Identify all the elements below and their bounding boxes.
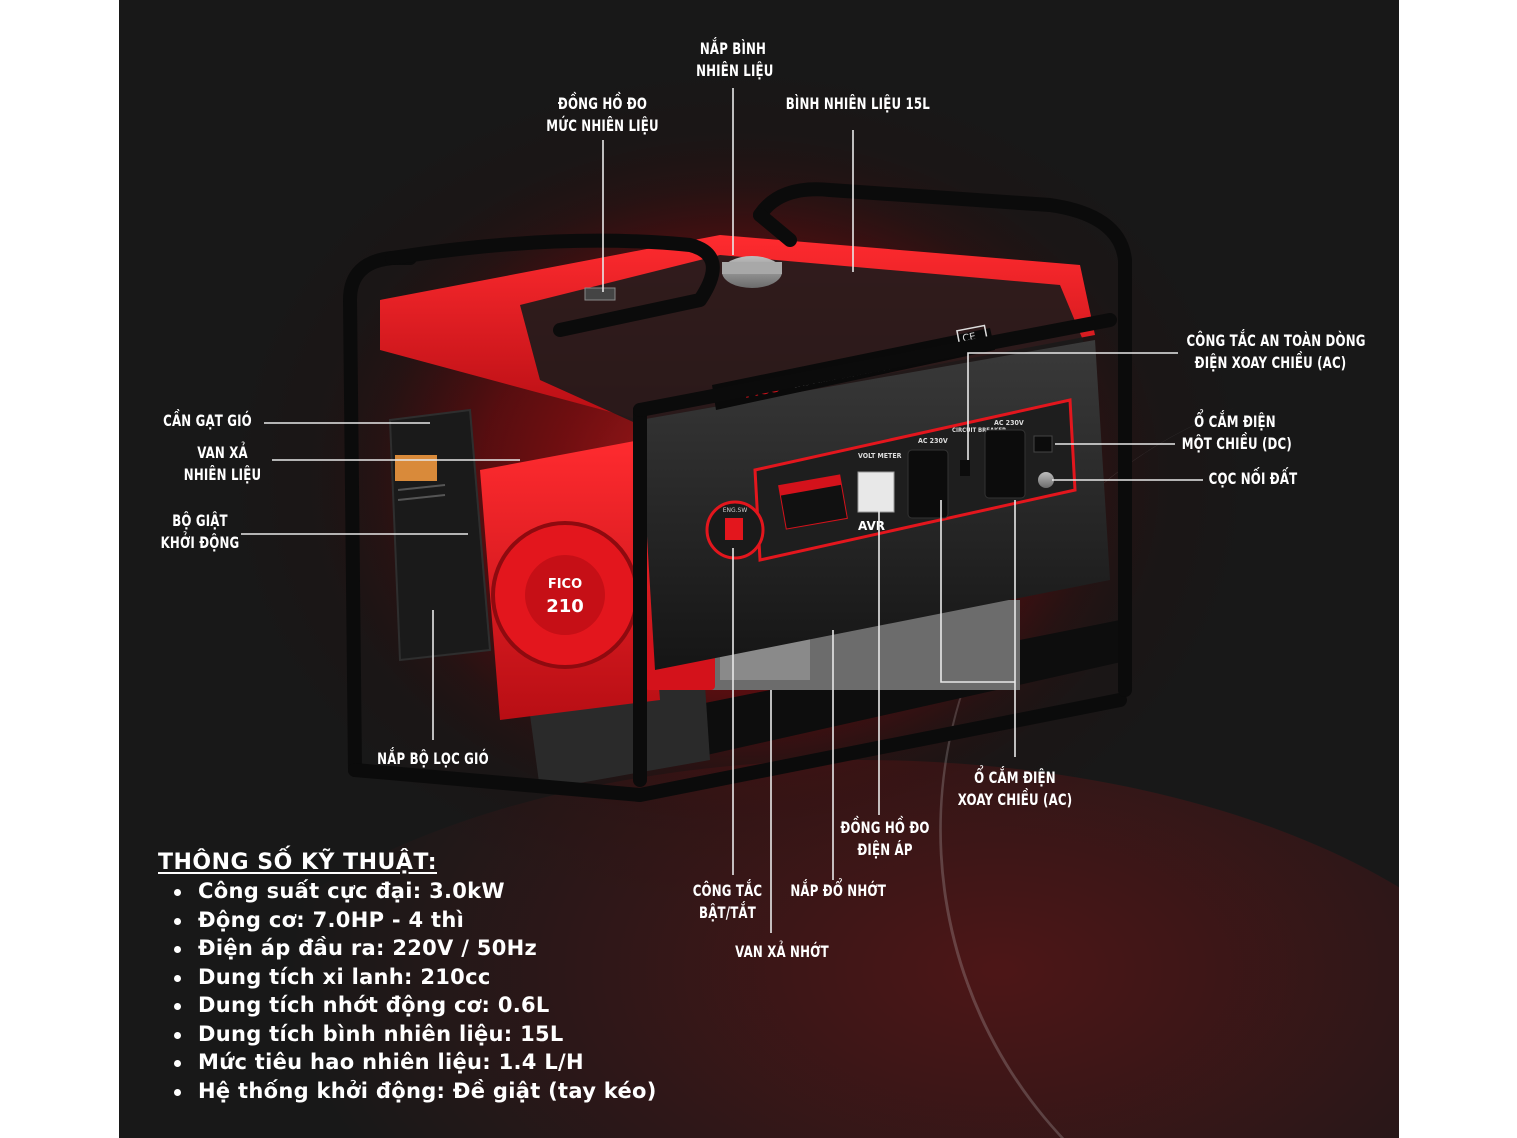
- ground-terminal: [1038, 472, 1054, 488]
- label-fuel-valve: VAN XẢ NHIÊN LIỆU: [183, 443, 262, 484]
- label-ground: CỌC NỐI ĐẤT: [1208, 469, 1298, 488]
- spec-item: Công suất cực đại: 3.0kW: [158, 877, 657, 906]
- ac-socket-right: [984, 429, 1026, 499]
- spec-item: Điện áp đầu ra: 220V / 50Hz: [158, 934, 657, 963]
- spec-item: Hệ thống khởi động: Đề giật (tay kéo): [158, 1077, 657, 1106]
- svg-text:ENG.SW: ENG.SW: [723, 507, 748, 514]
- spec-item: Dung tích xi lanh: 210cc: [158, 963, 657, 992]
- svg-text:VOLT METER: VOLT METER: [858, 452, 902, 460]
- spec-item: Dung tích nhớt động cơ: 0.6L: [158, 991, 657, 1020]
- label-ac-breaker: CÔNG TẮC AN TOÀN DÒNG ĐIỆN XOAY CHIỀU (A…: [1186, 331, 1366, 372]
- label-oil-drain: VAN XẢ NHỚT: [735, 942, 829, 961]
- label-volt-meter: ĐỒNG HỒ ĐO ĐIỆN ÁP: [840, 818, 930, 859]
- volt-meter: [857, 471, 895, 513]
- svg-text:210: 210: [546, 596, 584, 617]
- label-choke: CẦN GẠT GIÓ: [163, 411, 252, 430]
- tubular-frame: [343, 182, 1132, 802]
- svg-text:AC 230V: AC 230V: [994, 419, 1024, 427]
- label-power-switch: CÔNG TẮC BẬT/TẮT: [692, 881, 763, 922]
- svg-text:CIRCUIT BREAKER: CIRCUIT BREAKER: [952, 427, 1007, 434]
- spec-list: Công suất cực đại: 3.0kW Động cơ: 7.0HP …: [158, 877, 657, 1105]
- spec-section: THÔNG SỐ KỸ THUẬT: Công suất cực đại: 3.…: [158, 850, 657, 1105]
- svg-text:FICO: FICO: [548, 577, 582, 592]
- callout-lines: [241, 88, 1203, 933]
- label-dc-socket: Ổ CẮM ĐIỆN MỘT CHIỀU (DC): [1181, 412, 1292, 453]
- fuel-gauge: [584, 287, 616, 301]
- svg-text:AVR: AVR: [858, 519, 885, 533]
- svg-text:AC 230V: AC 230V: [918, 437, 948, 445]
- spec-item: Dung tích bình nhiên liệu: 15L: [158, 1020, 657, 1049]
- power-switch: [725, 518, 743, 540]
- label-oil-cap: NẮP ĐỔ NHỚT: [790, 881, 887, 900]
- spec-item: Mức tiêu hao nhiên liệu: 1.4 L/H: [158, 1048, 657, 1077]
- circuit-breaker: [960, 460, 970, 476]
- spec-item: Động cơ: 7.0HP - 4 thì: [158, 906, 657, 935]
- label-fuel-gauge: ĐỒNG HỒ ĐO MỨC NHIÊN LIỆU: [546, 94, 659, 135]
- label-fuel-cap: NẮP BÌNH NHIÊN LIỆU: [696, 39, 774, 80]
- label-recoil-starter: BỘ GIẬT KHỞI ĐỘNG: [160, 511, 240, 552]
- label-ac-socket: Ổ CẮM ĐIỆN XOAY CHIỀU (AC): [957, 768, 1073, 809]
- label-fuel-tank: BÌNH NHIÊN LIỆU 15L: [785, 94, 930, 113]
- ac-socket-left: [907, 449, 949, 519]
- dc-socket: [1033, 435, 1053, 453]
- spec-title: THÔNG SỐ KỸ THUẬT:: [158, 850, 438, 875]
- label-air-filter: NẮP BỘ LỌC GIÓ: [377, 749, 489, 768]
